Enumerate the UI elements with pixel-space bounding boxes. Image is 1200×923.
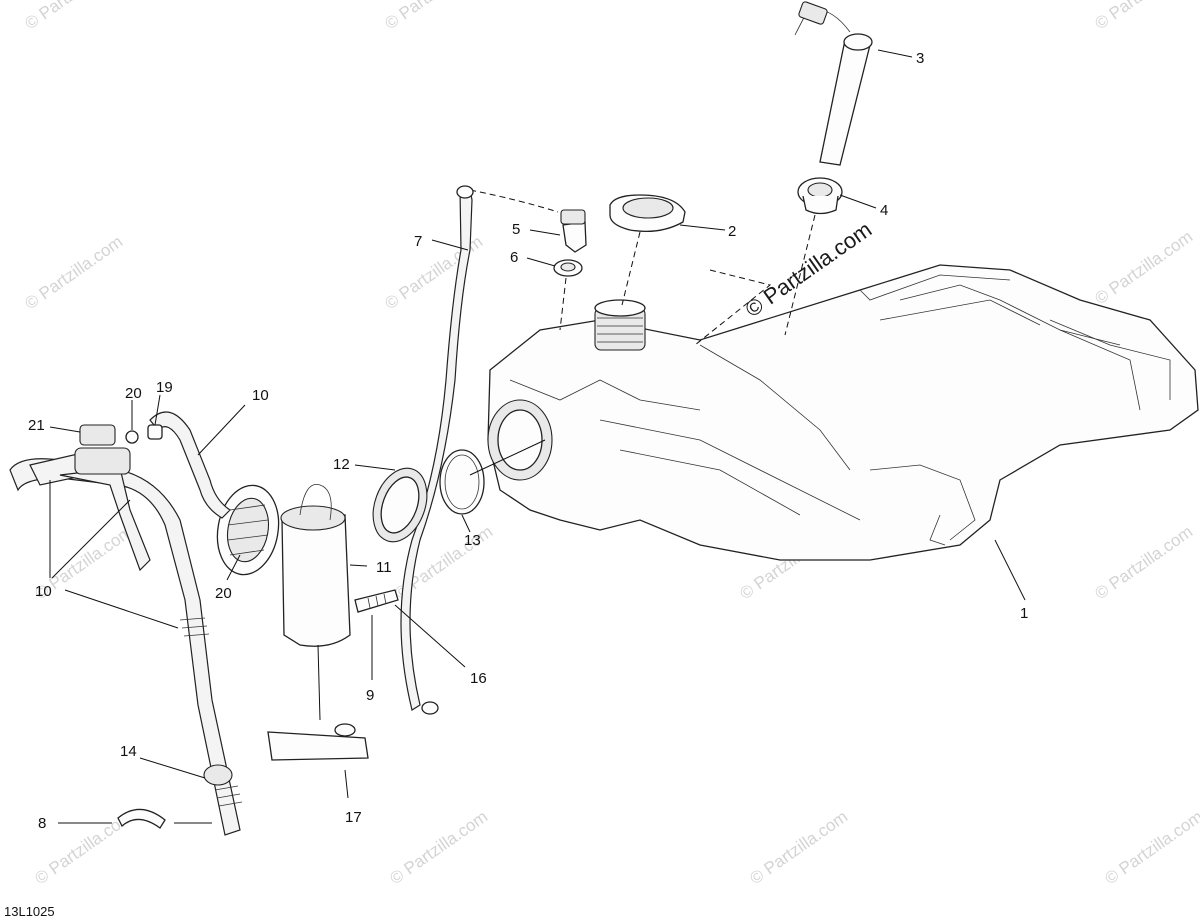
hose-connector bbox=[79, 424, 116, 446]
callout-9: 9 bbox=[366, 687, 374, 704]
callout-7: 7 bbox=[414, 233, 422, 250]
lock-ring bbox=[372, 467, 428, 543]
valve-grommet bbox=[553, 259, 583, 331]
callout-21: 21 bbox=[28, 417, 45, 434]
callout-12: 12 bbox=[333, 456, 350, 473]
callout-17: 17 bbox=[345, 809, 362, 826]
diagram-code: 13L1025 bbox=[4, 904, 55, 919]
watermark: © Partzilla.com bbox=[746, 807, 851, 888]
dash-leader bbox=[694, 269, 772, 346]
fuel-level-sender bbox=[794, 1, 873, 166]
leader-lines bbox=[49, 49, 1026, 824]
callout-1: 1 bbox=[1020, 605, 1028, 622]
callouts: 1 2 3 4 5 6 7 8 9 10 10 10 11 12 13 14 1… bbox=[28, 50, 1028, 832]
callout-6: 6 bbox=[510, 249, 518, 266]
callout-4: 4 bbox=[880, 202, 888, 219]
fuel-tank bbox=[487, 264, 1199, 561]
fuel-filter bbox=[267, 723, 369, 761]
callout-10-top: 10 bbox=[252, 387, 269, 404]
watermark: © Partzilla.com bbox=[381, 0, 486, 33]
watermark: © Partzilla.com bbox=[1101, 807, 1200, 888]
callout-13: 13 bbox=[464, 532, 481, 549]
callout-20-lower: 20 bbox=[215, 585, 232, 602]
dash-leader bbox=[469, 189, 559, 213]
callout-14: 14 bbox=[120, 743, 137, 760]
watermark: © Partzilla.com bbox=[386, 807, 491, 888]
fuel-hoses bbox=[9, 411, 243, 836]
vent-hose bbox=[400, 185, 474, 715]
grommet bbox=[784, 177, 843, 336]
callout-11: 11 bbox=[376, 559, 392, 576]
watermark: © Partzilla.com bbox=[1091, 0, 1196, 33]
callout-10-left: 10 bbox=[35, 583, 52, 600]
callout-3: 3 bbox=[916, 50, 924, 67]
callout-16: 16 bbox=[470, 670, 487, 687]
rollover-valve bbox=[560, 209, 587, 253]
fuel-pump bbox=[280, 483, 399, 647]
o-ring bbox=[439, 449, 485, 515]
nut bbox=[125, 430, 139, 444]
watermark: © Partzilla.com bbox=[21, 232, 126, 313]
pump-flange bbox=[216, 484, 280, 576]
strap bbox=[117, 808, 166, 829]
watermark: © Partzilla.com bbox=[21, 0, 126, 33]
callout-20-top: 20 bbox=[125, 385, 142, 402]
callout-19: 19 bbox=[156, 379, 173, 396]
callout-5: 5 bbox=[512, 221, 520, 238]
fitting bbox=[147, 424, 163, 440]
watermark: © Partzilla.com bbox=[1091, 522, 1196, 603]
callout-2: 2 bbox=[728, 223, 736, 240]
hose-clamp bbox=[203, 764, 233, 786]
fuel-cap bbox=[609, 194, 686, 306]
callout-8: 8 bbox=[38, 815, 46, 832]
watermark: © Partzilla.com bbox=[1091, 227, 1196, 308]
